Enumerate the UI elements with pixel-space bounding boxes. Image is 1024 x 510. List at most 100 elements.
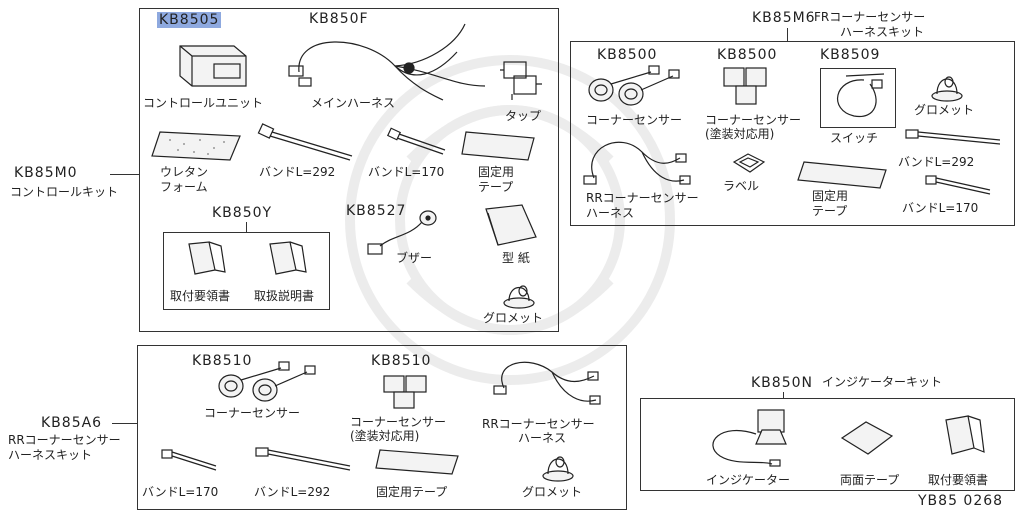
rear-corner-sensor-painted-label-1: コーナーセンサー <box>350 415 447 429</box>
indicator-install-guide-icon <box>945 415 985 455</box>
instructions-label: 取扱説明書 <box>254 289 315 303</box>
fixing-tape-icon <box>461 131 535 161</box>
urethane-foam-icon <box>151 131 241 161</box>
rear-corner-sensor-icon <box>218 361 316 402</box>
rear-kit-name-1: RRコーナーセンサー <box>8 433 121 447</box>
control-unit-icon <box>179 45 247 87</box>
front-band-292-label: バンドL=292 <box>898 155 975 169</box>
rear-rr-harness-label-2: ハーネス <box>518 431 567 445</box>
grommet-label: グロメット <box>483 311 544 325</box>
fixing-tape-label-1: 固定用 <box>478 165 515 179</box>
grommet-icon <box>503 285 535 309</box>
front-grommet-label: グロメット <box>914 103 975 117</box>
rear-band-170-icon <box>161 449 217 471</box>
install-guide-label: 取付要領書 <box>170 289 231 303</box>
instructions-icon <box>269 241 307 275</box>
band-170-icon <box>386 127 446 155</box>
rear-rr-harness-icon <box>493 361 601 405</box>
rear-corner-sensor-label: コーナーセンサー <box>204 406 301 420</box>
manuals-leader <box>246 222 247 232</box>
double-tape-icon <box>840 421 894 455</box>
rear-sensor-painted-code: KB8510 <box>371 353 432 369</box>
rear-rr-harness-label-1: RRコーナーセンサー <box>482 417 595 431</box>
indicator-install-guide-label: 取付要領書 <box>928 473 989 487</box>
front-corner-sensor-painted-label-2: (塗装対応用) <box>705 127 775 141</box>
front-kit-name-2: ハーネスキット <box>840 25 925 39</box>
front-grommet-icon <box>931 76 963 102</box>
tap-label: タップ <box>505 109 542 123</box>
front-kit-code: KB85M6 <box>752 10 816 26</box>
install-guide-icon <box>188 241 226 275</box>
indicator-kit-leader <box>783 392 784 398</box>
rear-band-170-label: バンドL=170 <box>142 485 219 499</box>
watermark-emblem <box>345 55 675 385</box>
main-harness-icon <box>288 23 486 101</box>
template-label: 型 紙 <box>502 251 530 265</box>
rear-kit-name-2: ハーネスキット <box>8 448 93 462</box>
front-band-292-icon <box>905 129 1001 145</box>
switch-code: KB8509 <box>820 47 881 63</box>
indicator-kit-code: KB850N <box>751 375 813 391</box>
label-icon <box>732 153 766 173</box>
front-kit-leader <box>787 28 788 41</box>
control-unit-code[interactable]: KB8505 <box>157 12 222 28</box>
rear-corner-sensor-painted-label-2: (塗装対応用) <box>350 429 420 443</box>
front-rr-harness-label-2: ハーネス <box>586 206 635 220</box>
control-kit-leader <box>110 174 139 175</box>
front-sensor-code: KB8500 <box>597 47 658 63</box>
rear-sensor-code: KB8510 <box>192 353 253 369</box>
main-harness-code: KB850F <box>309 11 369 27</box>
rear-grommet-label: グロメット <box>522 485 583 499</box>
front-fixing-tape-label-2: テープ <box>812 204 848 218</box>
rear-band-292-icon <box>255 447 351 471</box>
front-corner-sensor-label: コーナーセンサー <box>586 113 683 127</box>
urethane-foam-label-1: ウレタン <box>160 165 209 179</box>
rear-corner-sensor-painted-icon <box>383 375 427 409</box>
control-kit-code: KB85M0 <box>14 165 78 181</box>
rear-band-292-label: バンドL=292 <box>254 485 331 499</box>
front-rr-harness-label-1: RRコーナーセンサー <box>586 191 699 205</box>
band-292-label: バンドL=292 <box>259 165 336 179</box>
switch-label: スイッチ <box>830 131 879 145</box>
template-icon <box>485 204 537 246</box>
front-rr-harness-icon <box>583 141 691 185</box>
double-tape-label: 両面テープ <box>840 473 900 487</box>
main-harness-label: メインハーネス <box>311 96 396 110</box>
front-fixing-tape-label-1: 固定用 <box>812 189 849 203</box>
front-band-170-label: バンドL=170 <box>902 201 979 215</box>
control-kit-name: コントロールキット <box>10 185 119 199</box>
urethane-foam-label-2: フォーム <box>160 180 208 194</box>
front-kit-name-1: FRコーナーセンサー <box>814 10 926 24</box>
front-fixing-tape-icon <box>797 161 887 189</box>
diagram-reference-code: YB85 0268 <box>918 493 1004 509</box>
manuals-box <box>163 232 330 310</box>
band-292-icon <box>257 123 353 161</box>
front-kit-box <box>570 41 1015 226</box>
rear-fixing-tape-icon <box>375 449 459 475</box>
label-label: ラベル <box>723 179 760 193</box>
switch-icon <box>837 73 885 118</box>
front-corner-sensor-painted-label-1: コーナーセンサー <box>705 113 802 127</box>
indicator-kit-name: インジケーターキット <box>822 375 943 389</box>
front-band-170-icon <box>925 175 991 195</box>
rear-kit-leader <box>112 423 137 424</box>
switch-box <box>820 68 896 128</box>
control-kit-box <box>139 8 559 332</box>
indicator-label: インジケーター <box>706 473 791 487</box>
manuals-code: KB850Y <box>212 205 273 221</box>
indicator-icon <box>712 409 787 467</box>
buzzer-code: KB8527 <box>346 203 407 219</box>
front-sensor-painted-code: KB8500 <box>717 47 778 63</box>
tap-icon <box>500 61 542 100</box>
rear-grommet-icon <box>542 456 574 482</box>
control-unit-label: コントロールユニット <box>143 96 264 110</box>
rear-fixing-tape-label: 固定用テープ <box>376 485 448 499</box>
buzzer-icon <box>367 210 437 255</box>
front-corner-sensor-painted-icon <box>723 67 767 105</box>
fixing-tape-label-2: テープ <box>478 180 514 194</box>
band-170-label: バンドL=170 <box>368 165 445 179</box>
front-corner-sensor-icon <box>588 65 680 106</box>
buzzer-label: ブザー <box>396 251 433 265</box>
rear-kit-code: KB85A6 <box>41 415 103 431</box>
